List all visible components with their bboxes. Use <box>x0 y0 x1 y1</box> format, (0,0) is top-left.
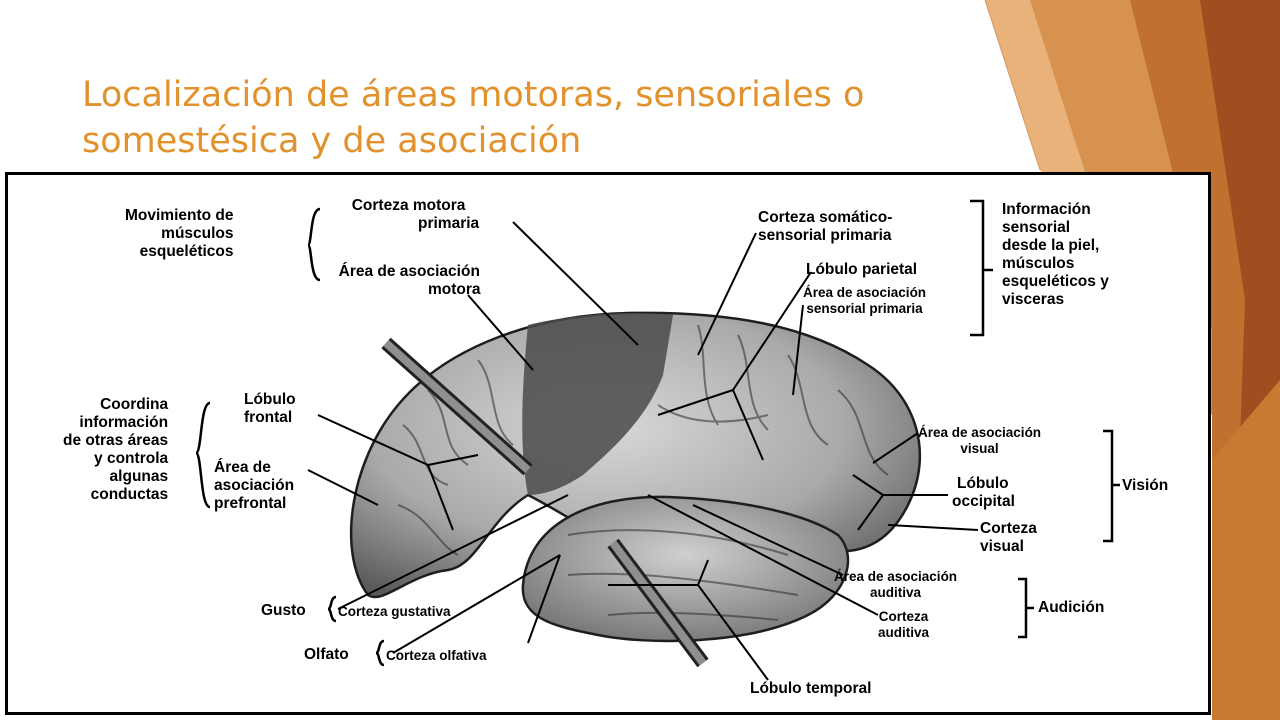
label-line: Área de asociación <box>918 425 1042 440</box>
label-lobulo-frontal: Lóbulo frontal <box>244 391 296 427</box>
label-line: y controla <box>94 450 169 467</box>
label-audicion: Audición <box>1038 599 1105 616</box>
label-area-asociacion-auditiva: Área de asociación auditiva <box>834 569 957 601</box>
label-line: Movimiento de <box>125 207 234 224</box>
label-olfato: Olfato <box>304 646 349 663</box>
bracket-coordina <box>194 401 211 509</box>
bracket-audicion <box>1018 577 1034 639</box>
title-line-1: Localización de áreas motoras, sensorial… <box>82 75 865 115</box>
label-corteza-motora: Corteza motora primaria <box>338 197 479 233</box>
bracket-olfato <box>375 639 385 667</box>
label-line: primaria <box>418 215 480 232</box>
bracket-gusto <box>327 595 337 623</box>
label-line: Área de asociación <box>338 263 480 280</box>
label-line: occipital <box>952 493 1015 510</box>
label-line: esqueléticos <box>139 243 234 260</box>
label-movimiento: Movimiento de músculos esqueléticos <box>125 207 234 261</box>
label-line: visceras <box>1002 291 1065 308</box>
label-line: sensorial <box>1002 219 1071 236</box>
label-line: desde la piel, <box>1002 237 1100 254</box>
label-line: Información <box>1002 201 1091 218</box>
label-line: motora <box>428 281 481 298</box>
label-line: músculos <box>1002 255 1075 272</box>
brain-illustration <box>194 199 1120 681</box>
bracket-vision <box>1103 429 1120 543</box>
label-line: visual <box>960 441 999 456</box>
label-line: Corteza <box>878 609 929 624</box>
temporal-lobe-shape <box>521 495 850 643</box>
label-line: auditiva <box>870 585 922 600</box>
label-line: Área de asociación <box>834 569 958 584</box>
label-corteza-gustativa: Corteza gustativa <box>338 604 451 619</box>
label-lobulo-parietal: Lóbulo parietal <box>806 261 918 278</box>
label-line: Corteza motora <box>351 197 466 214</box>
bracket-informacion <box>970 199 993 337</box>
label-line: de otras áreas <box>63 432 169 449</box>
label-vision: Visión <box>1122 477 1169 494</box>
label-line: prefrontal <box>214 495 287 512</box>
label-line: auditiva <box>878 625 930 640</box>
label-line: esqueléticos y <box>1002 273 1109 290</box>
label-line: músculos <box>161 225 234 242</box>
label-line: Área de asociación <box>803 285 927 300</box>
label-line: conductas <box>90 486 169 503</box>
label-area-asociacion-sensorial: Área de asociación sensorial primaria <box>803 285 926 317</box>
label-line: Área de <box>214 459 271 476</box>
label-informacion-sensorial: Información sensorial desde la piel, mús… <box>1002 201 1109 309</box>
label-area-asociacion-visual: Área de asociación visual <box>918 425 1041 457</box>
label-corteza-auditiva: Corteza auditiva <box>878 609 929 641</box>
label-area-asociacion-motora: Área de asociación motora <box>338 263 481 299</box>
label-line: Corteza <box>980 520 1037 537</box>
label-lobulo-occipital: Lóbulo occipital <box>952 475 1015 511</box>
brain-diagram: Movimiento de músculos esqueléticos Cort… <box>5 172 1211 715</box>
label-line: Coordina <box>100 396 169 413</box>
label-line: Lóbulo <box>244 391 296 408</box>
label-line: información <box>79 414 169 431</box>
label-lobulo-temporal: Lóbulo temporal <box>750 680 872 697</box>
label-line: sensorial primaria <box>806 301 923 316</box>
label-area-prefrontal: Área de asociación prefrontal <box>214 459 294 513</box>
slide-title: Localización de áreas motoras, sensorial… <box>82 72 982 164</box>
label-line: asociación <box>214 477 295 494</box>
label-line: Corteza somático- <box>758 209 893 226</box>
label-corteza-olfativa: Corteza olfativa <box>386 648 487 663</box>
label-line: algunas <box>109 468 169 485</box>
label-line: sensorial primaria <box>758 227 892 244</box>
label-gusto: Gusto <box>261 602 306 619</box>
label-corteza-somatica: Corteza somático- sensorial primaria <box>758 209 892 245</box>
label-line: frontal <box>244 409 293 426</box>
motor-strip <box>522 313 673 495</box>
bracket-movimiento <box>306 207 321 282</box>
label-coordina: Coordina información de otras áreas y co… <box>63 396 168 504</box>
label-line: Lóbulo <box>957 475 1009 492</box>
title-line-2: somestésica y de asociación <box>82 121 582 161</box>
label-line: visual <box>980 538 1024 555</box>
label-corteza-visual: Corteza visual <box>980 520 1037 556</box>
